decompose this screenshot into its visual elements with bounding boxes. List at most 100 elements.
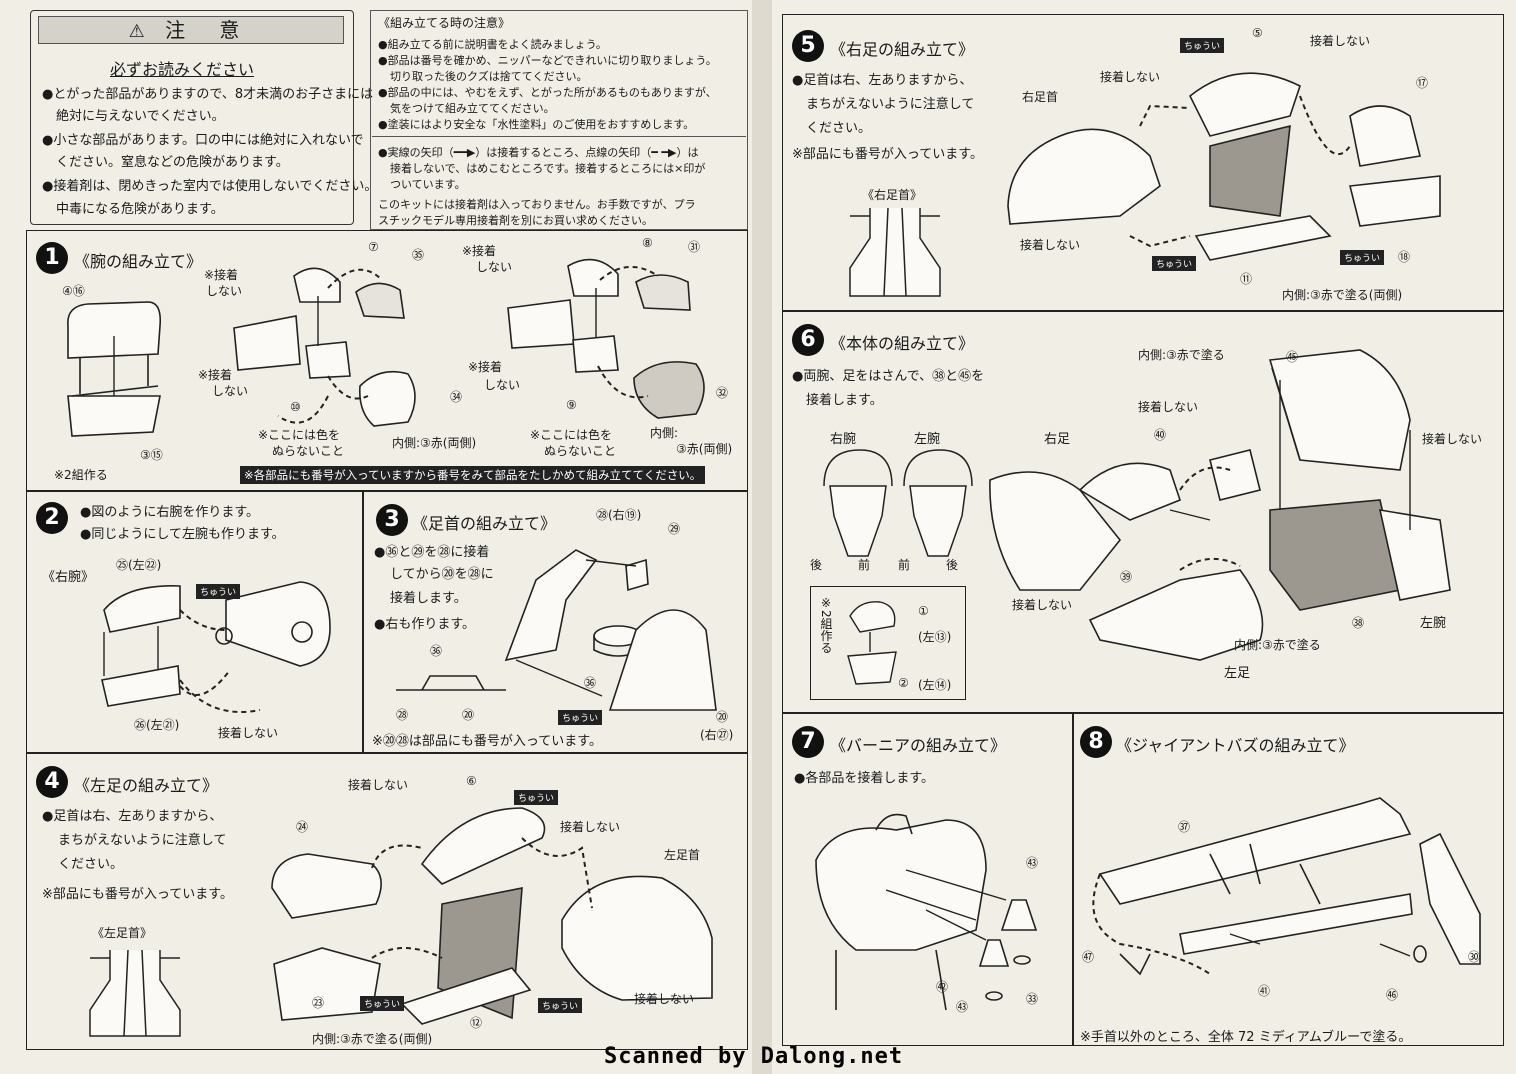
caution-subtitle: 必ずお読みください bbox=[110, 60, 255, 79]
step1-no-glue-b2: しない bbox=[212, 384, 249, 398]
part-number: ㊱ bbox=[584, 676, 597, 690]
notes-line: ●組み立てる前に説明書をよく読みましょう。 bbox=[378, 38, 607, 51]
part-number: ③⑮ bbox=[140, 448, 163, 462]
step6-right-leg: 右足 bbox=[1044, 432, 1071, 447]
step2-line: ●同じようにして左腕も作ります。 bbox=[80, 527, 285, 542]
step4-ankle-illustration bbox=[89, 949, 181, 1037]
step3-note: ※⑳㉘は部品にも番号が入っています。 bbox=[372, 734, 602, 749]
part-number: ㉙ bbox=[668, 522, 681, 536]
part-number: ㊵ bbox=[1154, 428, 1167, 442]
step1-title: 《腕の組み立て》 bbox=[74, 252, 203, 271]
step4-caution-tag: ちゅうい bbox=[360, 996, 405, 1011]
part-number: ㉘ bbox=[396, 708, 409, 722]
step1-no-paint-a2: ぬらないこと bbox=[272, 444, 345, 458]
part-number: ㊳ bbox=[1352, 616, 1365, 630]
step4-title: 《左足の組み立て》 bbox=[74, 776, 219, 795]
step1-illustration bbox=[67, 258, 705, 437]
step5-right-ankle: 右足首 bbox=[1022, 90, 1059, 104]
step6-inside-b: 内側:③赤で塗る bbox=[1234, 638, 1321, 652]
step6-back: 後 bbox=[810, 558, 823, 572]
part-number: ⑳ bbox=[716, 710, 729, 724]
notes-arrow-line: 接着しないで、はめこむところです。接着するところには×印が bbox=[390, 162, 706, 175]
step6-back: 後 bbox=[946, 558, 959, 572]
part-number: ㉔ bbox=[296, 820, 309, 834]
divider-5 bbox=[782, 712, 1504, 714]
caution-box bbox=[30, 10, 354, 225]
step1-inside-a: 内側:③赤(両側) bbox=[392, 436, 477, 450]
step4-illustration bbox=[271, 807, 713, 1025]
notes-title: 《組み立てる時の注意》 bbox=[378, 16, 511, 30]
part-number: ① bbox=[918, 604, 929, 618]
notes-line: ●部品の中には、やむをえず、とがった所があるものもありますが、 bbox=[378, 86, 717, 99]
step2-illustration bbox=[101, 581, 331, 713]
step8-illustration bbox=[1092, 797, 1481, 976]
part-number: ㉟ bbox=[412, 248, 425, 262]
step5-ankle-label: 《右足首》 bbox=[862, 188, 923, 202]
step1-two-sets: ※2組作る bbox=[54, 468, 108, 482]
part-number: ㉜ bbox=[716, 386, 729, 400]
notes-line: ●塗装にはより安全な「水性塗料」のご使用をおすすめします。 bbox=[378, 118, 695, 131]
step2-no-glue: 接着しない bbox=[218, 726, 279, 740]
divider-2 bbox=[362, 490, 364, 752]
left-frame bbox=[26, 230, 748, 1050]
step8-badge: 8 bbox=[1080, 726, 1112, 758]
step6-body-illustration bbox=[989, 349, 1451, 661]
part-number: ㉚ bbox=[1468, 950, 1481, 964]
caution-line: ●接着剤は、閉めきった室内では使用しないでください。 bbox=[42, 179, 378, 194]
step6-subbox bbox=[810, 586, 966, 700]
caution-line: 絶対に与えないでください。 bbox=[56, 109, 225, 124]
step5-inside: 内側:③赤で塗る(両側) bbox=[1282, 288, 1403, 302]
step6-front: 前 bbox=[858, 558, 871, 572]
step4-no-glue-c: 接着しない bbox=[634, 992, 695, 1006]
part-number: ㊸ bbox=[1026, 856, 1039, 870]
step1-inside-b1: 内側: bbox=[650, 426, 679, 440]
step6-left-arm: 左腕 bbox=[914, 432, 941, 447]
step6-line: ●両腕、足をはさんで、㊳と㊺を bbox=[792, 369, 985, 384]
notes-line: 切り取った後のクズは捨ててください。 bbox=[390, 70, 588, 83]
divider-4 bbox=[782, 310, 1504, 312]
step6-title: 《本体の組み立て》 bbox=[830, 334, 975, 353]
step5-illustration bbox=[1007, 72, 1441, 261]
part-number: ㉛ bbox=[688, 240, 701, 254]
step2-badge: 2 bbox=[36, 502, 68, 534]
part-number: ㊲ bbox=[1178, 820, 1191, 834]
step3-caution-tag: ちゅうい bbox=[558, 710, 603, 725]
step6-inside-a: 内側:③赤で塗る bbox=[1138, 348, 1225, 362]
step3-illustration bbox=[396, 549, 717, 711]
caution-line: ●小さな部品があります。口の中には絶対に入れないで bbox=[42, 133, 364, 148]
part-number: ⑪ bbox=[1240, 272, 1253, 286]
step1-no-glue-b: ※接着 bbox=[198, 368, 233, 382]
notes-divider bbox=[372, 136, 746, 137]
step4-inside: 内側:③赤で塗る(両側) bbox=[312, 1032, 433, 1046]
part-number: (右㉗) bbox=[700, 728, 734, 742]
step4-ankle-label: 《左足首》 bbox=[92, 926, 153, 940]
step1-no-paint-b2: ぬらないこと bbox=[544, 444, 617, 458]
step5-line: まちがえないように注意して bbox=[806, 97, 975, 112]
step1-no-glue-c2: しない bbox=[476, 260, 513, 274]
step4-left-ankle: 左足首 bbox=[664, 848, 701, 862]
part-number: ⑩ bbox=[290, 400, 301, 414]
part-number: ④⑯ bbox=[62, 284, 85, 298]
step1-no-glue-d: ※接着 bbox=[468, 360, 503, 374]
step5-caution-tag: ちゅうい bbox=[1152, 256, 1197, 271]
caution-line: ください。窒息などの危険があります。 bbox=[56, 155, 289, 170]
part-number: ㊸ bbox=[956, 1000, 969, 1014]
caution-title: ⚠ 注 意 bbox=[38, 16, 344, 44]
notes-line: 気をつけて組み立ててください。 bbox=[390, 102, 555, 115]
step7-title: 《バーニアの組み立て》 bbox=[830, 736, 1007, 755]
step6-badge: 6 bbox=[792, 324, 824, 356]
step6-no-glue-c: 接着しない bbox=[1012, 598, 1073, 612]
step4-no-glue-a: 接着しない bbox=[348, 778, 409, 792]
part-number: ㉝ bbox=[1026, 992, 1039, 1006]
page-fold bbox=[752, 0, 772, 1074]
caution-line: ●とがった部品がありますので、8才未満のお子さまには bbox=[42, 87, 374, 102]
step7-illustration bbox=[815, 813, 1038, 1011]
step3-line: ●㊱と㉙を㉘に接着 bbox=[374, 545, 490, 560]
divider-6 bbox=[1072, 712, 1074, 1046]
step5-line: ※部品にも番号が入っています。 bbox=[792, 147, 983, 162]
part-number: ㊼ bbox=[1082, 950, 1095, 964]
step2-caution-tag: ちゅうい bbox=[196, 584, 241, 599]
step4-badge: 4 bbox=[36, 766, 68, 798]
step2-right-arm-label: 《右腕》 bbox=[42, 570, 95, 585]
part-number: ⑧ bbox=[642, 236, 653, 250]
